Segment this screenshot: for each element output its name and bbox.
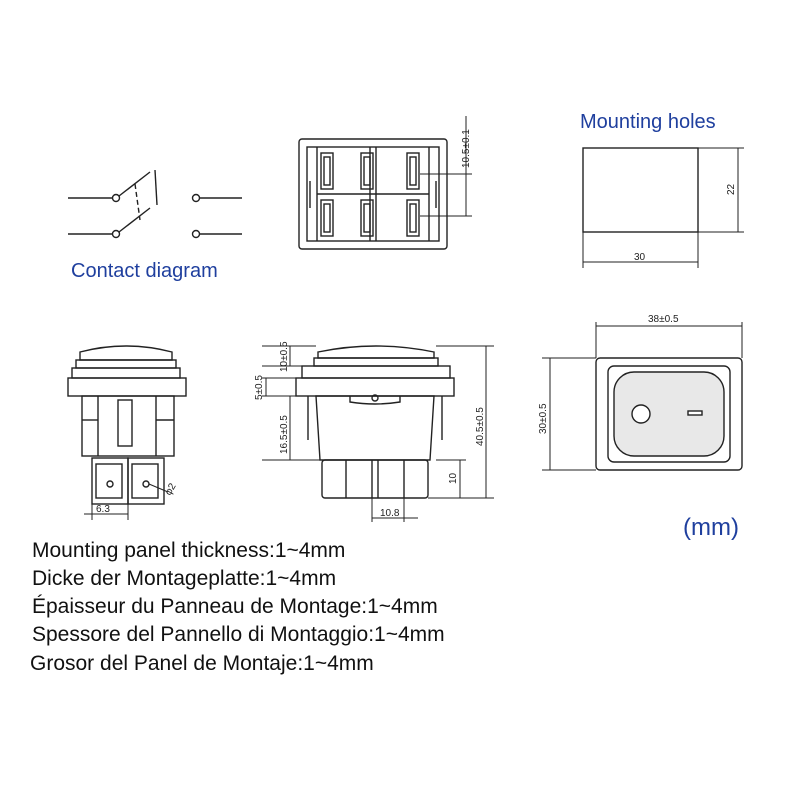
- contact-diagram: [68, 169, 242, 239]
- dim-side-cap: 10±0.5: [279, 341, 290, 372]
- dim-front-width: 38±0.5: [648, 314, 679, 325]
- dim-side-pitch: 10.8: [380, 508, 400, 519]
- spec-line-it: Spessore del Pannello di Montaggio:1~4mm: [32, 623, 445, 646]
- spec-line-de: Dicke der Montageplatte:1~4mm: [32, 567, 337, 590]
- dim-terminal-width: 6.3: [96, 504, 110, 515]
- dim-top-view-height: 10.5±0.1: [461, 129, 472, 168]
- side-view-narrow: [67, 345, 187, 520]
- dim-side-total: 40.5±0.5: [475, 407, 486, 446]
- dim-terminal-hole: φ2: [163, 481, 179, 497]
- dim-side-flange: 5±0.5: [254, 375, 265, 400]
- side-view-wide: [262, 345, 494, 522]
- mounting-hole-view: [582, 147, 744, 268]
- dim-side-body: 16.5±0.5: [279, 415, 290, 454]
- unit-label: (mm): [683, 514, 739, 541]
- top-view: [298, 116, 472, 250]
- dim-side-terminal: 10: [448, 472, 459, 484]
- front-view: [542, 322, 743, 471]
- contact-diagram-label: Contact diagram: [71, 260, 218, 282]
- spec-line-es: Grosor del Panel de Montaje:1~4mm: [30, 652, 374, 675]
- dim-front-height: 30±0.5: [538, 403, 549, 434]
- dim-hole-width: 30: [634, 252, 646, 263]
- dim-hole-height: 22: [726, 183, 737, 195]
- mounting-holes-label: Mounting holes: [580, 111, 716, 133]
- spec-line-fr: Épaisseur du Panneau de Montage:1~4mm: [32, 595, 438, 618]
- spec-line-en: Mounting panel thickness:1~4mm: [32, 539, 346, 562]
